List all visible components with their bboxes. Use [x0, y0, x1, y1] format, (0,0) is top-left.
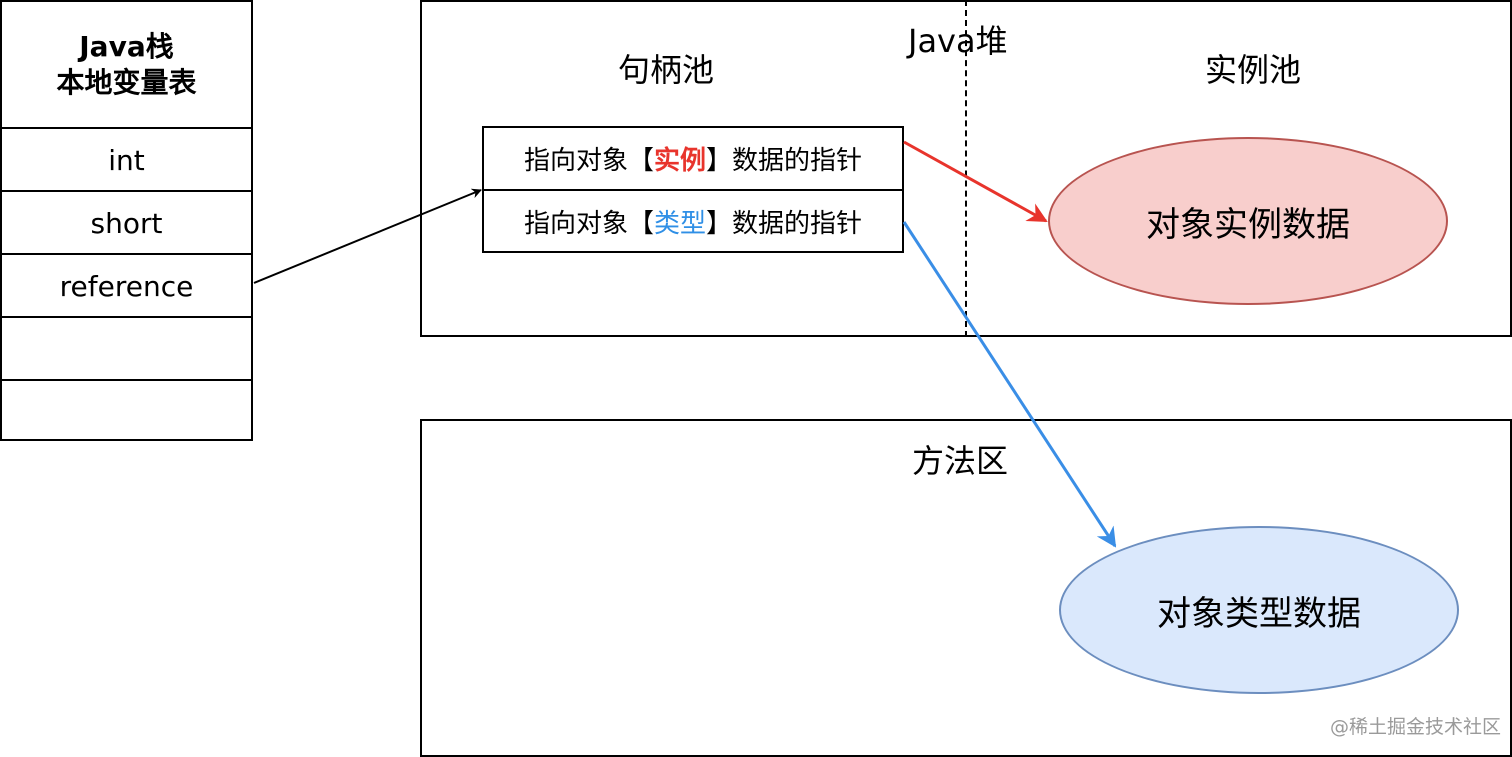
handle-pool-label: 句柄池: [618, 51, 715, 89]
stack-title-line2: 本地变量表: [56, 65, 197, 99]
stack-row-short: short: [2, 190, 251, 255]
stack-title-line1: Java栈: [79, 29, 174, 63]
handle-row-highlight-type: 类型: [653, 209, 706, 239]
instance-data-label: 对象实例数据: [1146, 204, 1350, 245]
handle-row-suffix: 】数据的指针: [706, 146, 863, 176]
handle-row-suffix: 】数据的指针: [706, 209, 863, 239]
method-area-title: 方法区: [912, 442, 1009, 480]
instance-pool-label: 实例池: [1205, 51, 1302, 89]
stack-row-empty-2: [2, 379, 251, 443]
stack-title: Java栈 本地变量表: [2, 2, 251, 127]
stack-row-reference: reference: [2, 253, 251, 318]
instance-data-ellipse: 对象实例数据: [1048, 137, 1448, 305]
handle-row-highlight-instance: 实例: [653, 146, 706, 176]
heap-title: Java堆: [908, 22, 1008, 60]
stack-local-variable-table: Java栈 本地变量表 int short reference: [0, 0, 253, 441]
stack-row-int: int: [2, 127, 251, 192]
handle-row-instance-pointer: 指向对象【实例】数据的指针: [484, 128, 902, 189]
stack-row-empty-1: [2, 316, 251, 381]
handle-row-type-pointer: 指向对象【类型】数据的指针: [484, 189, 902, 252]
handle-row-prefix: 指向对象【: [523, 146, 654, 176]
handle-row-prefix: 指向对象【: [523, 209, 654, 239]
type-data-ellipse: 对象类型数据: [1059, 526, 1459, 694]
handle-table: 指向对象【实例】数据的指针 指向对象【类型】数据的指针: [482, 126, 904, 253]
watermark: @稀土掘金技术社区: [1330, 716, 1502, 738]
type-data-label: 对象类型数据: [1157, 593, 1361, 634]
